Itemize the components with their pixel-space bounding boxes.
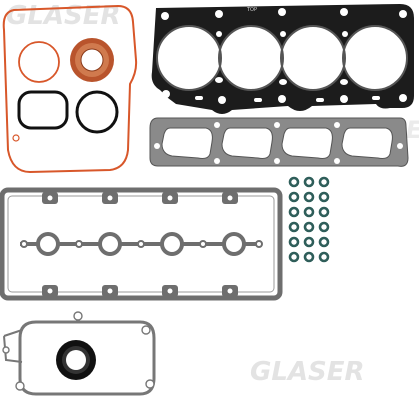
- top-marking: TOP: [246, 7, 257, 13]
- rubber-square-seal: [17, 90, 69, 130]
- valve-stem-seals: [288, 176, 330, 263]
- housing-gasket: [2, 311, 156, 396]
- timing-cover-gasket: [2, 4, 138, 174]
- watermark-top-left: GLASER: [6, 1, 121, 31]
- bolt-hole: [12, 134, 20, 142]
- camshaft-seal: [56, 340, 96, 380]
- orange-o-ring: [18, 41, 60, 83]
- exhaust-manifold-gasket: [149, 117, 409, 167]
- crankshaft-seal: [70, 38, 114, 82]
- watermark-bottom-right: GLASER: [250, 357, 365, 387]
- cylinder-head-gasket: TOP: [151, 4, 414, 114]
- valve-cover-gasket: [0, 187, 283, 301]
- rubber-round-seal: [75, 90, 119, 134]
